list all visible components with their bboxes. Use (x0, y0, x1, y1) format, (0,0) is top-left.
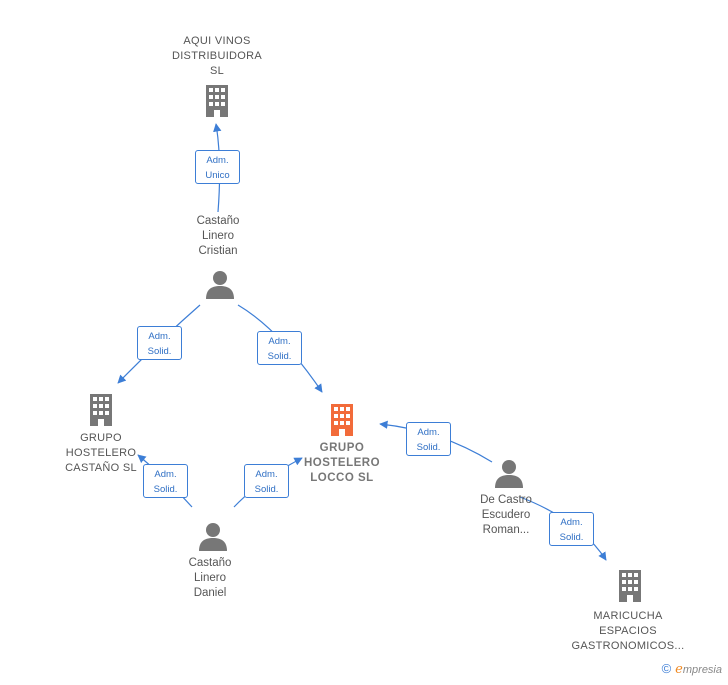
role-badge[interactable]: Adm. Solid. (406, 422, 451, 456)
role-badge[interactable]: Adm. Solid. (257, 331, 302, 365)
node-grupo-locco-label[interactable]: GRUPO HOSTELERO LOCCO SL (292, 441, 392, 486)
node-label-line: MARICUCHA (593, 610, 663, 622)
role-line: Adm. (255, 469, 278, 480)
role-line: Solid. (147, 346, 172, 357)
role-badge[interactable]: Adm. Solid. (143, 464, 188, 498)
role-badge[interactable]: Adm. Solid. (244, 464, 289, 498)
node-label-line: Cristian (198, 245, 238, 257)
node-label-line: Roman... (482, 524, 530, 536)
node-label-line: SL (209, 65, 225, 77)
node-label-line: Linero (194, 572, 226, 584)
node-label-line: LOCCO SL (310, 472, 374, 484)
role-line: Adm. (148, 331, 171, 342)
node-label-line: Linero (202, 230, 234, 242)
role-line: Adm. (417, 427, 440, 438)
node-label-line: De Castro (480, 494, 532, 506)
person-icon[interactable] (199, 523, 227, 551)
node-label-line: DISTRIBUIDORA (171, 50, 263, 62)
role-line: Adm. (560, 517, 583, 528)
role-badge[interactable]: Adm. Solid. (549, 512, 594, 546)
node-label-line: Castaño (188, 557, 232, 569)
role-line: Solid. (559, 532, 584, 543)
building-icon[interactable] (619, 570, 641, 602)
node-grupo-castano-label[interactable]: GRUPO HOSTELERO CASTAÑO SL (51, 431, 151, 476)
role-line: Solid. (254, 484, 279, 495)
node-aqui-vinos-label[interactable]: AQUI VINOS DISTRIBUIDORA SL (157, 34, 277, 79)
role-badge[interactable]: Adm. Unico (195, 150, 240, 184)
node-label-line: GRUPO (80, 432, 122, 444)
node-label-line: Daniel (193, 587, 227, 599)
person-icon[interactable] (495, 460, 523, 488)
role-line: Solid. (416, 442, 441, 453)
node-label-line: GRUPO (319, 442, 365, 454)
role-line: Solid. (267, 351, 292, 362)
node-label-line: GASTRONOMICOS... (571, 640, 685, 652)
node-label-line: Escudero (481, 509, 531, 521)
node-label-line: CASTAÑO SL (65, 462, 137, 474)
node-castano-cristian-label[interactable]: Castaño Linero Cristian (168, 214, 268, 259)
node-maricucha-label[interactable]: MARICUCHA ESPACIOS GASTRONOMICOS... (563, 609, 693, 654)
copyright-symbol: © (661, 661, 672, 676)
node-label-line: HOSTELERO (303, 457, 381, 469)
node-castano-daniel-label[interactable]: Castaño Linero Daniel (160, 556, 260, 601)
role-line: Solid. (153, 484, 178, 495)
node-label-line: Castaño (196, 215, 240, 227)
node-label-line: AQUI VINOS (183, 35, 251, 47)
brand-logo-initial: e (675, 662, 683, 677)
role-line: Unico (205, 170, 230, 181)
building-main-icon[interactable] (331, 404, 353, 436)
building-icon[interactable] (206, 85, 228, 117)
person-icon[interactable] (206, 271, 234, 299)
node-de-castro-label[interactable]: De Castro Escudero Roman... (456, 493, 556, 538)
brand-logo-text: mpresia (682, 664, 722, 676)
node-label-line: ESPACIOS (599, 625, 657, 637)
brand-footer: ©empresia (662, 661, 722, 677)
role-line: Adm. (154, 469, 177, 480)
role-line: Adm. (268, 336, 291, 347)
role-line: Adm. (206, 155, 229, 166)
role-badge[interactable]: Adm. Solid. (137, 326, 182, 360)
node-label-line: HOSTELERO (65, 447, 137, 459)
building-icon[interactable] (90, 394, 112, 426)
